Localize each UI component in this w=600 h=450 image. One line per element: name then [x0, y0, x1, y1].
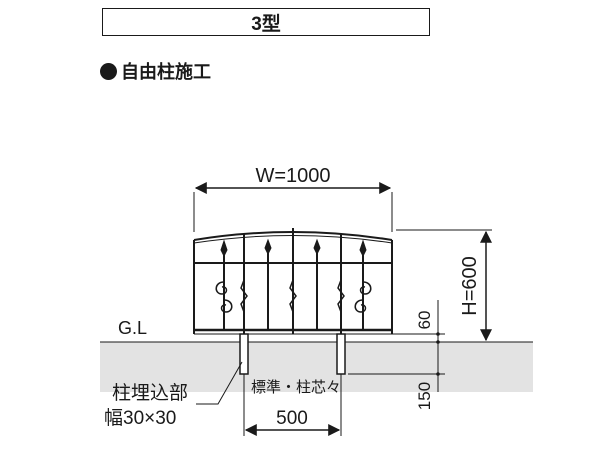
filled-circle-bullet-icon: [100, 62, 117, 80]
fence-panel: [193, 228, 393, 335]
post-note-leader: [196, 361, 243, 405]
width-dimension-label: W=1000: [255, 165, 330, 187]
installation-method-label: 自由柱施工: [121, 62, 211, 82]
post-pitch-value: 500: [276, 408, 308, 429]
post-note-line1: 柱埋込部: [112, 382, 188, 404]
ground-band: [100, 342, 533, 392]
fence-type-label: 3型: [251, 13, 281, 35]
ground-level-label: G.L: [118, 318, 147, 338]
installation-method-heading: 自由柱施工: [100, 58, 211, 84]
post-note-line2: 幅30×30: [104, 407, 176, 429]
above-ground-dimension-label: 60: [415, 311, 434, 330]
fence-type-title-box: 3型: [102, 8, 430, 36]
height-dimension-label: H=600: [459, 256, 481, 316]
embed-depth-dimension-label: 150: [415, 382, 434, 410]
embedded-post-left: [239, 333, 249, 375]
embedded-post-right: [336, 333, 346, 375]
post-pitch-caption: 標準・柱芯々: [251, 379, 341, 396]
